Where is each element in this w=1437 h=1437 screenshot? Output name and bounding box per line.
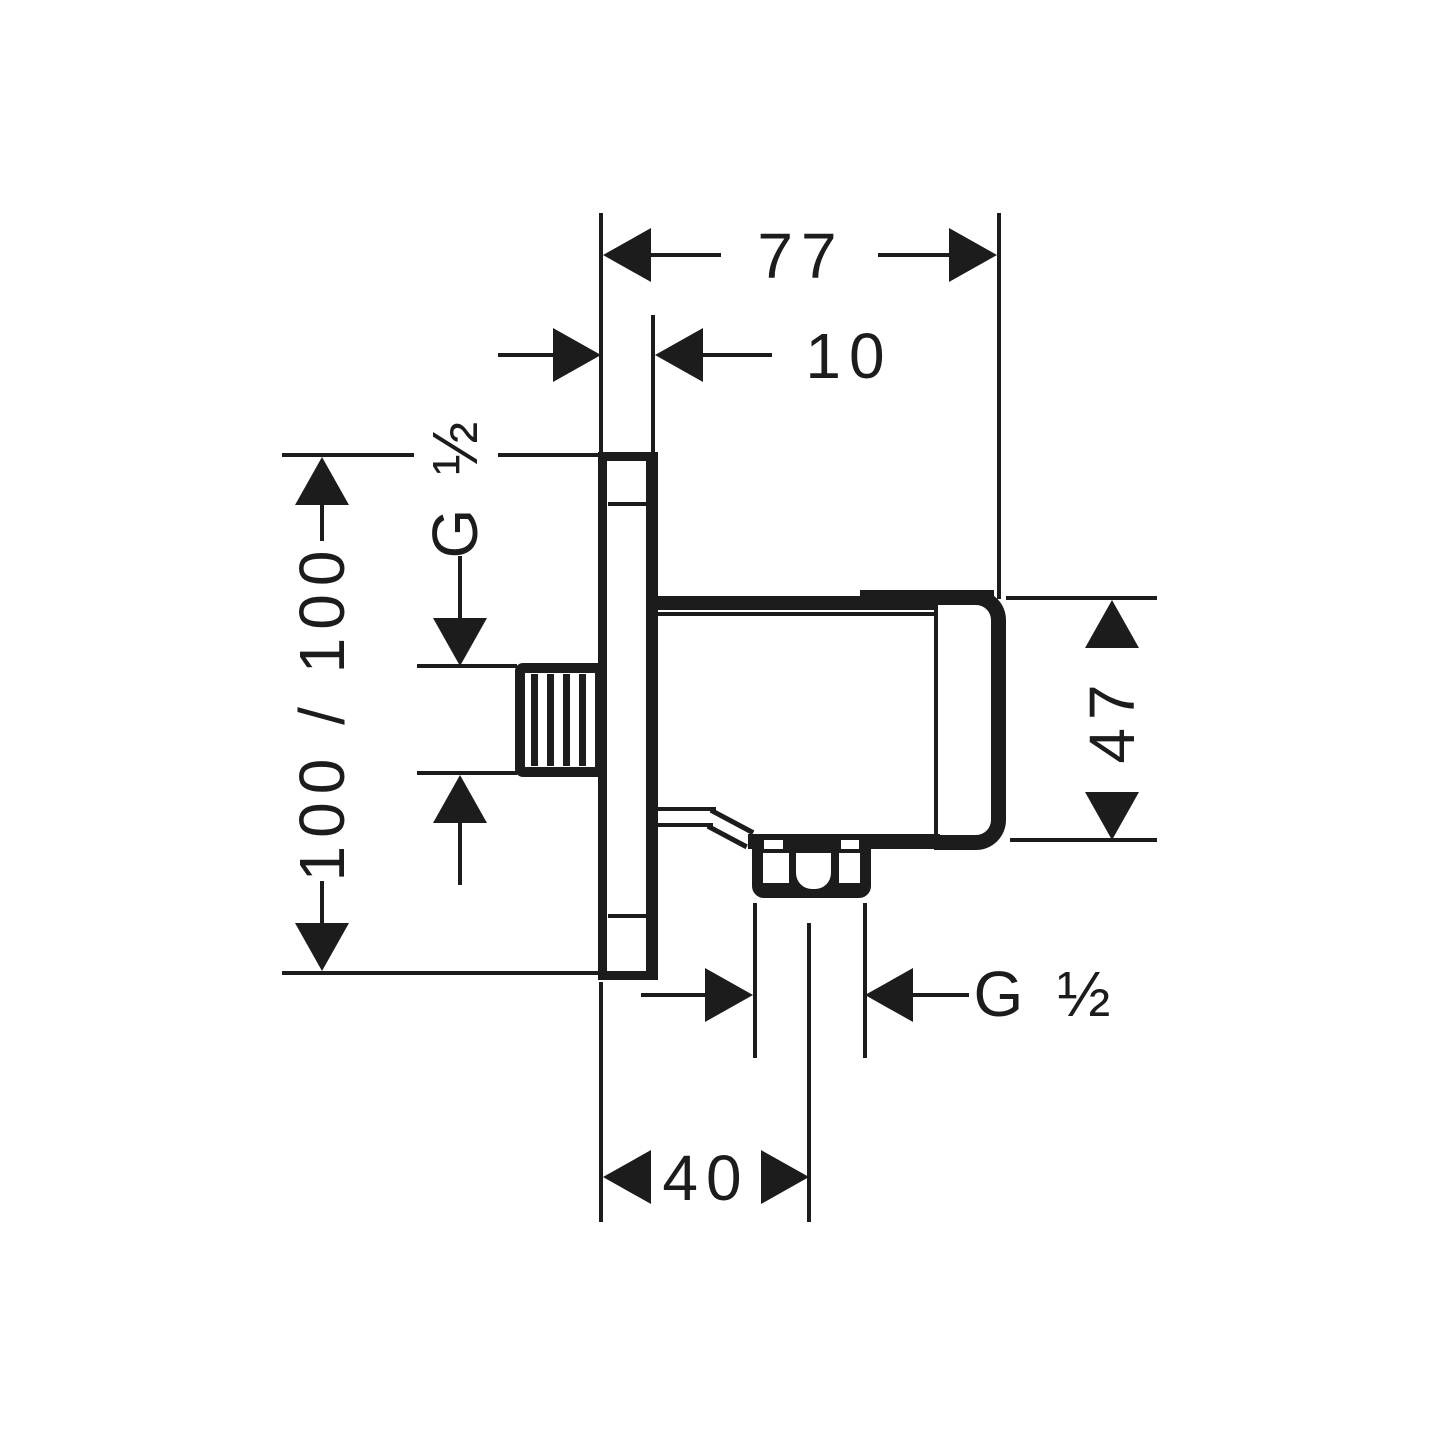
arrow-outlet-thread-right — [865, 968, 913, 1022]
nut-facet-left — [763, 853, 789, 883]
tick-plate-bottom — [282, 971, 600, 975]
arrow-outlet-thread-left — [705, 968, 753, 1022]
inlet-thread-hatch-1 — [531, 674, 538, 766]
extension-line-body-right-top — [997, 213, 1001, 599]
extension-line-nut-left — [753, 903, 757, 1058]
dim-label-body-height: 47 — [1076, 676, 1148, 764]
nut-top-notch-left — [764, 840, 783, 849]
stem-inlet-thread-bottom-arrow — [458, 823, 462, 885]
body-shoulder-line-2 — [658, 823, 713, 827]
arrow-77-left — [603, 228, 651, 282]
inlet-thread-hatch-3 — [563, 674, 570, 766]
tick-plate-top-left — [282, 453, 414, 457]
body-top-inner-line — [658, 612, 984, 616]
tick-body-bottom — [1010, 838, 1157, 842]
dim-10-tail-right — [702, 353, 772, 357]
body-shoulder-line-1 — [658, 807, 716, 811]
arrow-40-right — [761, 1150, 809, 1204]
inlet-thread-body — [515, 663, 605, 777]
arrow-inlet-thread-top — [433, 618, 487, 666]
dim-label-plate-thickness: 10 — [805, 320, 893, 392]
wall-plate-bevel-bottom — [608, 914, 646, 918]
extension-line-plate-back-top — [651, 315, 655, 457]
extension-line-wall-surface-bottom — [599, 982, 603, 1222]
arrow-plate-height-top — [295, 457, 349, 505]
arrow-inlet-thread-bottom — [433, 775, 487, 823]
arrow-10-left — [553, 328, 601, 382]
dim-10-tail-left — [498, 353, 554, 357]
dim-label-outlet-offset: 40 — [662, 1142, 750, 1214]
dim-outlet-thread-tail-left — [641, 993, 709, 997]
tick-plate-top-right — [498, 453, 600, 457]
dim-outlet-thread-tail-right — [911, 993, 969, 997]
dim-label-inlet-thread: G ½ — [419, 413, 491, 559]
body-right-cap — [934, 590, 1006, 850]
stem-plate-dim-bottom — [320, 881, 324, 927]
nut-top-notch-right — [841, 840, 859, 849]
dim-label-outlet-thread: G ½ — [973, 958, 1119, 1030]
dim-label-overall-depth: 77 — [757, 220, 845, 292]
dim-77-tail-right — [878, 253, 950, 257]
arrow-40-left — [603, 1150, 651, 1204]
arrow-10-right — [655, 328, 703, 382]
inlet-thread-hatch-4 — [579, 674, 586, 766]
leader-inlet-thread-stem — [458, 556, 462, 622]
nut-facet-right — [839, 853, 860, 883]
tick-inlet-thread-bottom — [417, 771, 517, 775]
arrow-77-right — [949, 228, 997, 282]
extension-line-wall-surface-top — [599, 213, 603, 457]
dim-77-tail-left — [651, 253, 721, 257]
body-top-edge — [658, 596, 866, 610]
tick-inlet-thread-top — [417, 664, 517, 668]
wall-plate — [598, 452, 658, 980]
tick-body-top — [1006, 596, 1157, 600]
wall-plate-bevel-top — [608, 502, 646, 506]
stem-plate-dim-top — [320, 501, 324, 541]
nut-facet-center — [796, 853, 831, 889]
arrow-body-height-top — [1085, 600, 1139, 648]
centerline-outlet — [807, 923, 811, 1222]
inlet-thread-hatch-2 — [547, 674, 554, 766]
arrow-plate-height-bottom — [295, 923, 349, 971]
dim-label-plate-height: 100 / 100 — [286, 542, 358, 882]
arrow-body-height-bottom — [1085, 792, 1139, 840]
